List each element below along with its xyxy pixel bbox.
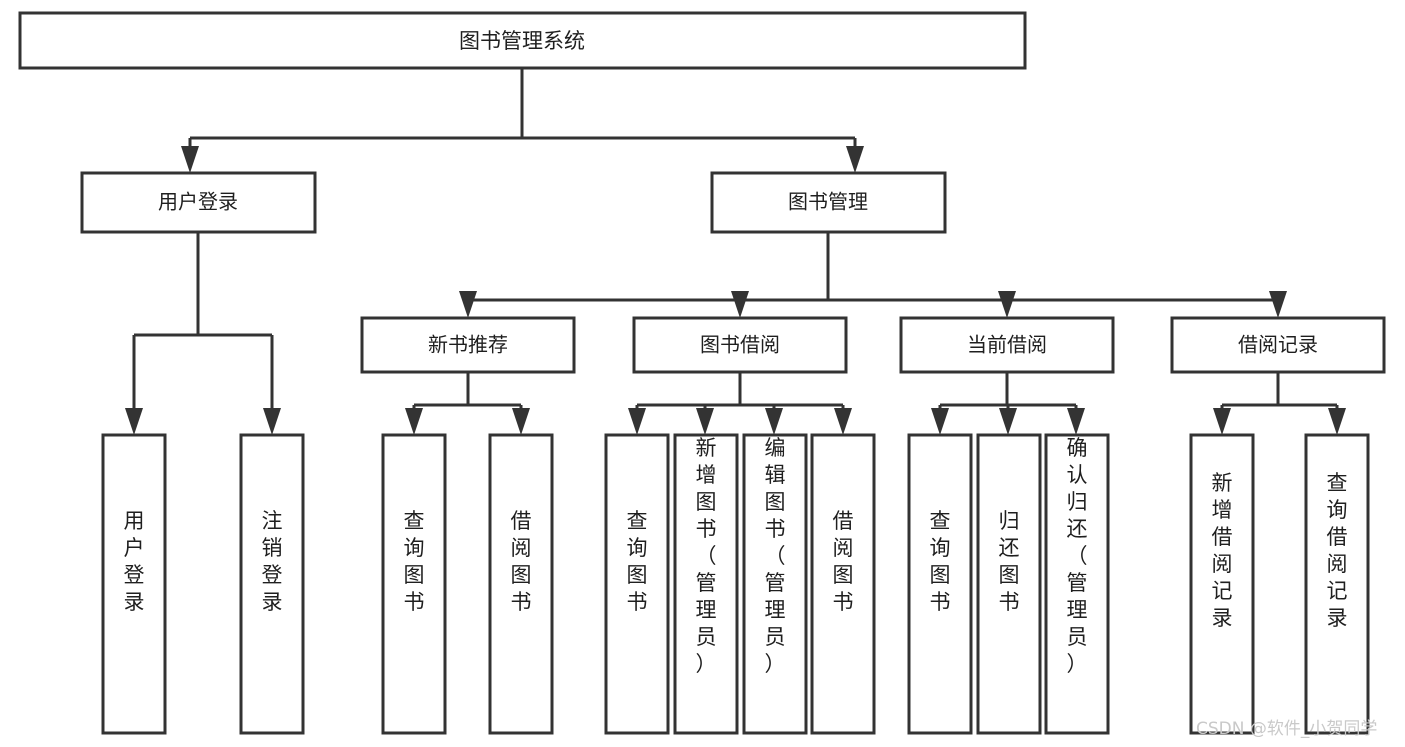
leaf-label: 查询借阅记录: [1327, 471, 1348, 630]
leaf-node[interactable]: 借阅图书: [488, 433, 554, 735]
edge-bookborrow-to-leaves: [628, 372, 852, 435]
leaf-node[interactable]: 新增借阅记录: [1189, 433, 1255, 735]
leaf-node[interactable]: 查询图书: [907, 433, 973, 735]
leaf-label: 确认归还（管理员）: [1067, 436, 1088, 676]
edge-currentborrow-to-leaves: [931, 372, 1085, 435]
node-user-login[interactable]: 用户登录: [80, 171, 317, 234]
edge-bookmanage-to-level3: [459, 232, 1287, 318]
node-root[interactable]: 图书管理系统: [18, 11, 1027, 70]
leaf-node[interactable]: 查询借阅记录: [1304, 433, 1370, 735]
node-current-borrow-label: 当前借阅: [967, 333, 1047, 357]
leaf-label: 查询图书: [404, 509, 425, 614]
node-book-borrow[interactable]: 图书借阅: [632, 316, 848, 374]
leaf-node[interactable]: 编辑图书（管理员）: [742, 433, 808, 735]
node-user-login-label: 用户登录: [158, 190, 238, 214]
leaf-label: 编辑图书（管理员）: [765, 436, 786, 676]
node-book-manage-label: 图书管理: [788, 190, 868, 214]
leaf-node[interactable]: 归还图书: [976, 433, 1042, 735]
node-current-borrow[interactable]: 当前借阅: [899, 316, 1115, 374]
leaf-label: 用户登录: [124, 509, 145, 614]
leaf-label: 查询图书: [627, 509, 648, 614]
csdn-watermark: CSDN @软件_小贺同学: [1196, 719, 1377, 739]
node-root-label: 图书管理系统: [459, 29, 585, 53]
leaf-node[interactable]: 新增图书（管理员）: [673, 433, 739, 735]
node-book-borrow-label: 图书借阅: [700, 333, 780, 357]
node-new-book-recommend[interactable]: 新书推荐: [360, 316, 576, 374]
node-new-book-recommend-label: 新书推荐: [428, 333, 508, 357]
edge-borrowrecord-to-leaves: [1213, 372, 1346, 435]
leaf-label: 查询图书: [930, 509, 951, 614]
leaf-label: 借阅图书: [511, 509, 532, 614]
leaf-label: 注销登录: [262, 509, 283, 614]
node-borrow-record-label: 借阅记录: [1238, 333, 1318, 357]
edge-root-to-level2: [181, 68, 864, 173]
leaf-node[interactable]: 用户登录: [101, 433, 167, 735]
leaf-node[interactable]: 查询图书: [381, 433, 447, 735]
node-book-manage[interactable]: 图书管理: [710, 171, 947, 234]
leaf-label: 借阅图书: [833, 509, 854, 614]
leaf-label: 归还图书: [999, 509, 1020, 614]
leaf-label: 新增借阅记录: [1212, 471, 1233, 630]
edge-newbook-to-leaves: [405, 372, 530, 435]
leaf-node[interactable]: 借阅图书: [810, 433, 876, 735]
leaf-node[interactable]: 查询图书: [604, 433, 670, 735]
leaf-node[interactable]: 确认归还（管理员）: [1044, 433, 1110, 735]
leaf-label: 新增图书（管理员）: [696, 436, 717, 676]
leaf-node[interactable]: 注销登录: [239, 433, 305, 735]
node-borrow-record[interactable]: 借阅记录: [1170, 316, 1386, 374]
edge-userlogin-to-leaves: [125, 232, 281, 435]
